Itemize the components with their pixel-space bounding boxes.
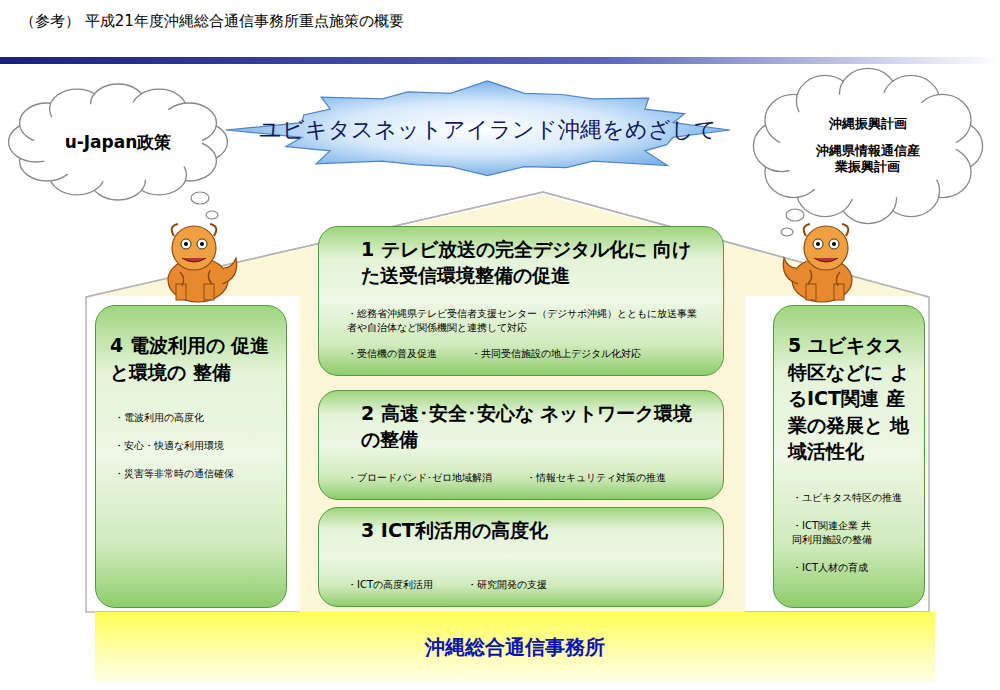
slogan-text: ユビキタスネットアイランド沖縄をめざして <box>259 116 717 145</box>
plan-name: 沖縄県情報通信産業振興計画 <box>814 143 922 177</box>
page-title: （参考） 平成21年度沖縄総合通信事務所重点施策の概要 <box>20 12 404 31</box>
policy-box: 5 ユビキタス 特区などに よるICT関連 産業の発展と 地域活性化・ユビキタス… <box>773 305 925 608</box>
bullet-text: ・ユビキタス特区の推進 <box>788 491 914 505</box>
bullet-text: ・総務省沖縄県テレビ受信者支援センター（デジサポ沖縄）とともに放送事業者や自治体… <box>347 307 709 335</box>
policy-box: 3 ICT利活用の高度化・ICTの高度利活用 ・研究開発の支援 <box>318 507 724 607</box>
slogan-burst: ユビキタスネットアイランド沖縄をめざして <box>245 82 730 178</box>
box-content: ユビキタスネットアイランド沖縄をめざして <box>245 82 730 178</box>
policy-box: 2 高速･安全･安心な ネットワーク環境の整備・ブロードバンド･ゼロ地域解消 ・情… <box>318 390 724 500</box>
bullet-text: ・電波利用の高度化 <box>110 411 276 425</box>
shisa-figure <box>783 224 852 302</box>
policy-box: 1 テレビ放送の完全デジタル化に 向けた送受信環境整備の促進・総務省沖縄県テレビ… <box>318 226 724 376</box>
bullet-text: ・共同受信施設の地上デジタル化対応 <box>471 347 641 361</box>
box-heading: 4 電波利用の 促進と環境の 整備 <box>110 332 276 385</box>
bullet-text: ・災害等非常時の通信確保 <box>110 467 276 481</box>
box-heading: 5 ユビキタス 特区などに よるICT関連 産業の発展と 地域活性化 <box>788 332 914 465</box>
bullet-list: ・ブロードバンド･ゼロ地域解消 ・情報セキュリティ対策の推進 <box>347 471 709 485</box>
title-rule <box>0 57 1000 64</box>
box-heading: 1 テレビ放送の完全デジタル化に 向けた送受信環境整備の促進 <box>347 237 709 288</box>
bullet-text: ・ICTの高度利活用 <box>347 578 433 592</box>
bullet-list: ・ICTの高度利活用 ・研究開発の支援 <box>347 578 709 592</box>
box-content: u-Japan政策 <box>22 92 214 192</box>
box-content: 4 電波利用の 促進と環境の 整備・電波利用の高度化・安心・快適な利用環境・災害… <box>96 306 286 607</box>
bullet-text: ・ブロードバンド･ゼロ地域解消 <box>347 471 492 485</box>
box-content: 沖縄振興計画沖縄県情報通信産業振興計画 <box>768 82 968 210</box>
box-heading: 3 ICT利活用の高度化 <box>347 518 709 544</box>
thought-cloud: u-Japan政策 <box>22 92 214 192</box>
plan-name: u-Japan政策 <box>65 131 172 153</box>
bullet-text: ・受信機の普及促進 <box>347 347 437 361</box>
bullet-text: ・ICT関連企業 共同利用施設の整備 <box>788 519 877 547</box>
plan-name: 沖縄振興計画 <box>829 116 907 133</box>
shisa-figure <box>168 224 237 302</box>
bullet-list: ・電波利用の高度化・安心・快適な利用環境・災害等非常時の通信確保 <box>110 411 276 481</box>
box-content: 5 ユビキタス 特区などに よるICT関連 産業の発展と 地域活性化・ユビキタス… <box>774 306 924 607</box>
office-band: 沖縄総合通信事務所 <box>95 612 935 682</box>
bullet-text: ・安心・快適な利用環境 <box>110 439 276 453</box>
bullet-text: ・ICT人材の育成 <box>788 561 914 575</box>
box-content: 3 ICT利活用の高度化・ICTの高度利活用 ・研究開発の支援 <box>319 508 723 606</box>
box-content: 沖縄総合通信事務所 <box>95 612 935 682</box>
box-content: 2 高速･安全･安心な ネットワーク環境の整備・ブロードバンド･ゼロ地域解消 ・情… <box>319 391 723 499</box>
bullet-list: ・総務省沖縄県テレビ受信者支援センター（デジサポ沖縄）とともに放送事業者や自治体… <box>347 307 709 361</box>
house-outline <box>86 192 929 612</box>
box-heading: 2 高速･安全･安心な ネットワーク環境の整備 <box>347 401 709 452</box>
bullet-text: ・情報セキュリティ対策の推進 <box>526 471 666 485</box>
bullet-list: ・ユビキタス特区の推進・ICT関連企業 共同利用施設の整備・ICT人材の育成 <box>788 491 914 575</box>
thought-cloud: 沖縄振興計画沖縄県情報通信産業振興計画 <box>768 82 968 210</box>
box-content: 1 テレビ放送の完全デジタル化に 向けた送受信環境整備の促進・総務省沖縄県テレビ… <box>319 227 723 375</box>
policy-box: 4 電波利用の 促進と環境の 整備・電波利用の高度化・安心・快適な利用環境・災害… <box>95 305 287 608</box>
office-name: 沖縄総合通信事務所 <box>425 634 605 660</box>
bullet-text: ・研究開発の支援 <box>467 578 547 592</box>
